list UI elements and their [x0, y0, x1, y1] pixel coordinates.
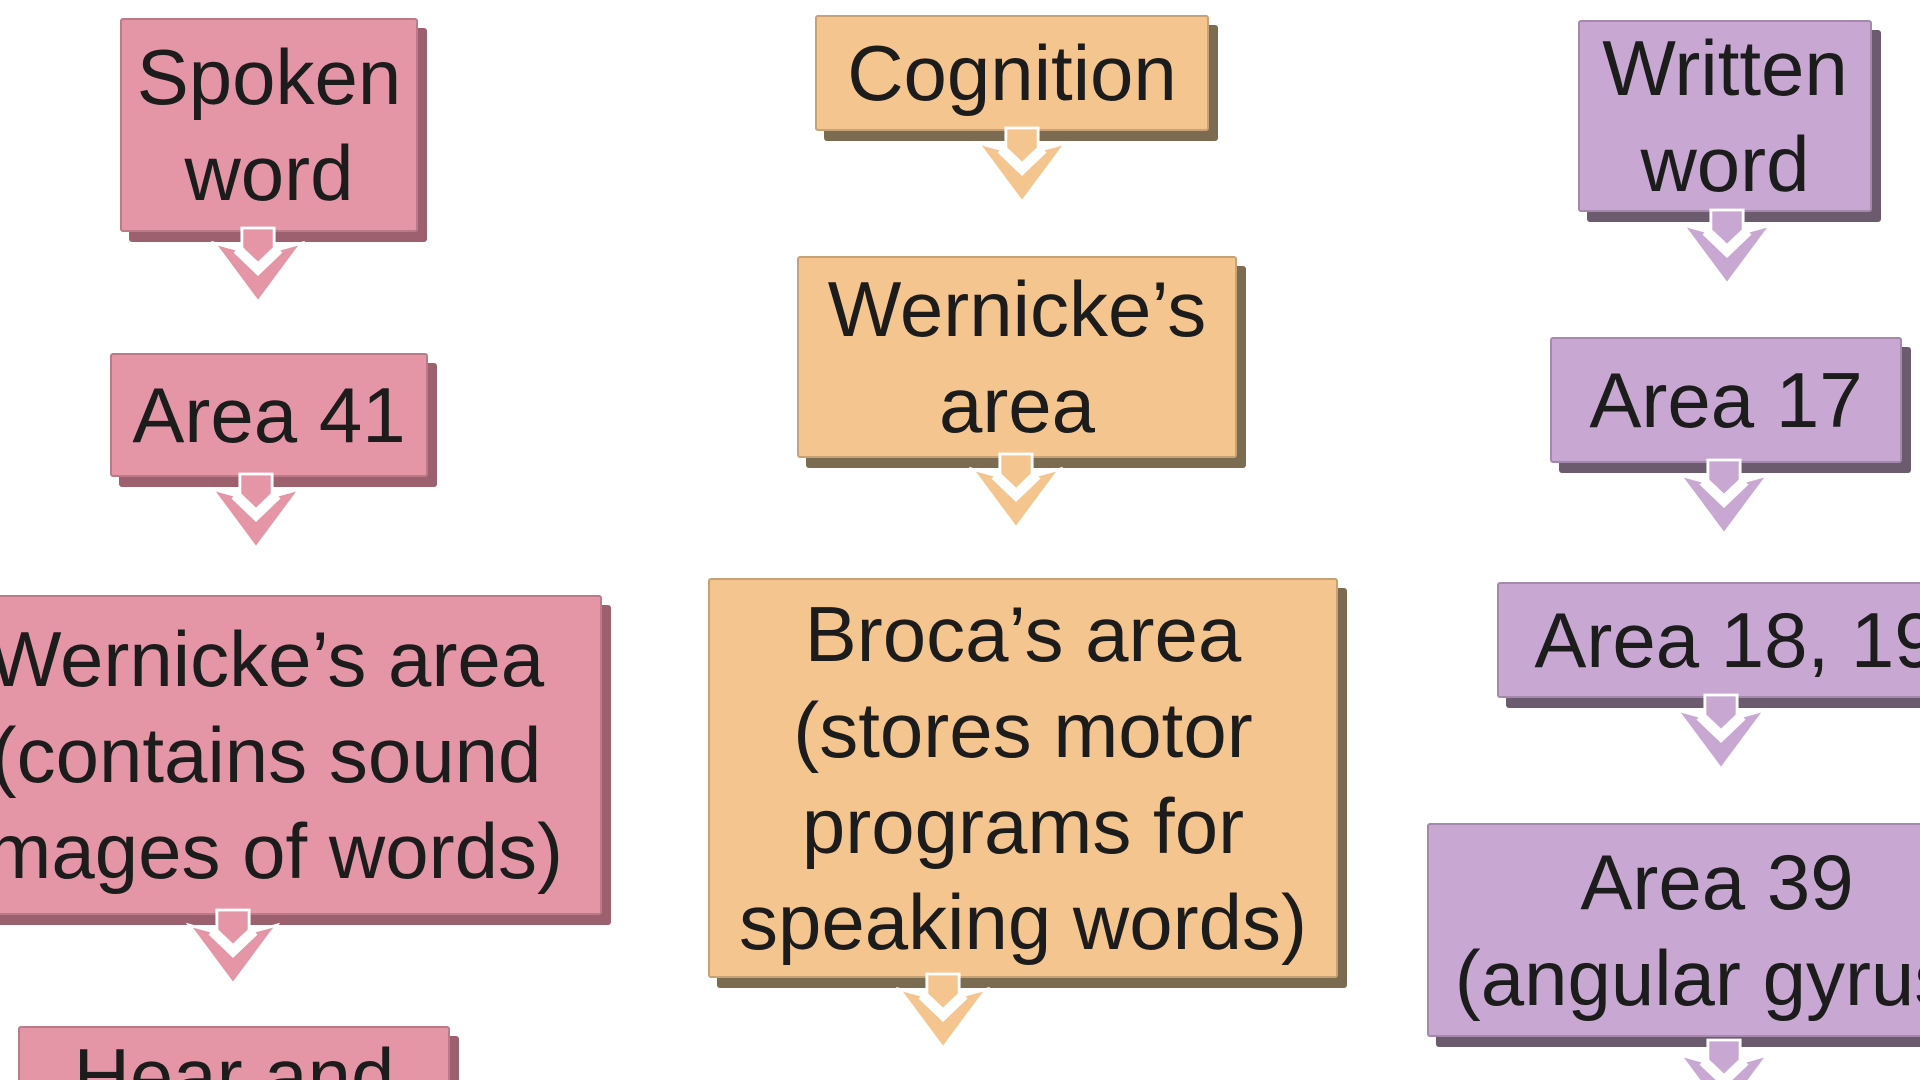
down-arrow-icon [1676, 458, 1772, 537]
down-arrow-icon [895, 972, 991, 1051]
text-line: word [184, 129, 354, 217]
text-line: images of words) [0, 807, 563, 895]
text-line: Wernicke’s area [0, 615, 545, 703]
text-line: Area 41 [132, 371, 406, 459]
text-line: Written [1602, 24, 1848, 112]
down-arrow-icon [185, 908, 281, 987]
box-hear-and: Hear and [18, 1026, 450, 1080]
box-area-41: Area 41 [110, 353, 428, 477]
box-area-39-angular-gyrus: Area 39 (angular gyrus) [1427, 823, 1920, 1037]
text-line: Area 17 [1589, 356, 1863, 444]
text-line: (contains sound [0, 711, 542, 799]
down-arrow-icon [1676, 1038, 1772, 1080]
down-arrow-icon [974, 126, 1070, 205]
box-wernickes-area-sound-images: Wernicke’s area (contains sound images o… [0, 595, 602, 915]
box-brocas-area: Broca’s area (stores motor programs for … [708, 578, 1338, 978]
text-line: Area 18, 19 [1534, 596, 1920, 684]
box-area-18-19: Area 18, 19 [1497, 582, 1920, 698]
down-arrow-icon [210, 226, 306, 305]
down-arrow-icon [968, 452, 1064, 531]
text-line: (angular gyrus) [1454, 934, 1920, 1022]
text-line: Wernicke’s [827, 265, 1207, 353]
text-line: Cognition [847, 29, 1177, 117]
text-line: speaking words) [739, 878, 1307, 966]
box-wernickes-area: Wernicke’s area [797, 256, 1237, 458]
text-line: Hear and [73, 1032, 395, 1080]
box-spoken-word: Spoken word [120, 18, 418, 232]
text-line: word [1640, 120, 1810, 208]
text-line: programs for [801, 782, 1245, 870]
box-area-17: Area 17 [1550, 337, 1902, 463]
text-line: Spoken [136, 33, 402, 121]
text-line: Area 39 [1580, 838, 1854, 926]
down-arrow-icon [1679, 208, 1775, 287]
text-line: area [938, 361, 1096, 449]
box-written-word: Written word [1578, 20, 1872, 212]
box-cognition: Cognition [815, 15, 1209, 131]
down-arrow-icon [208, 472, 304, 551]
text-line: (stores motor [793, 686, 1253, 774]
down-arrow-icon [1673, 693, 1769, 772]
text-line: Broca’s area [804, 590, 1242, 678]
